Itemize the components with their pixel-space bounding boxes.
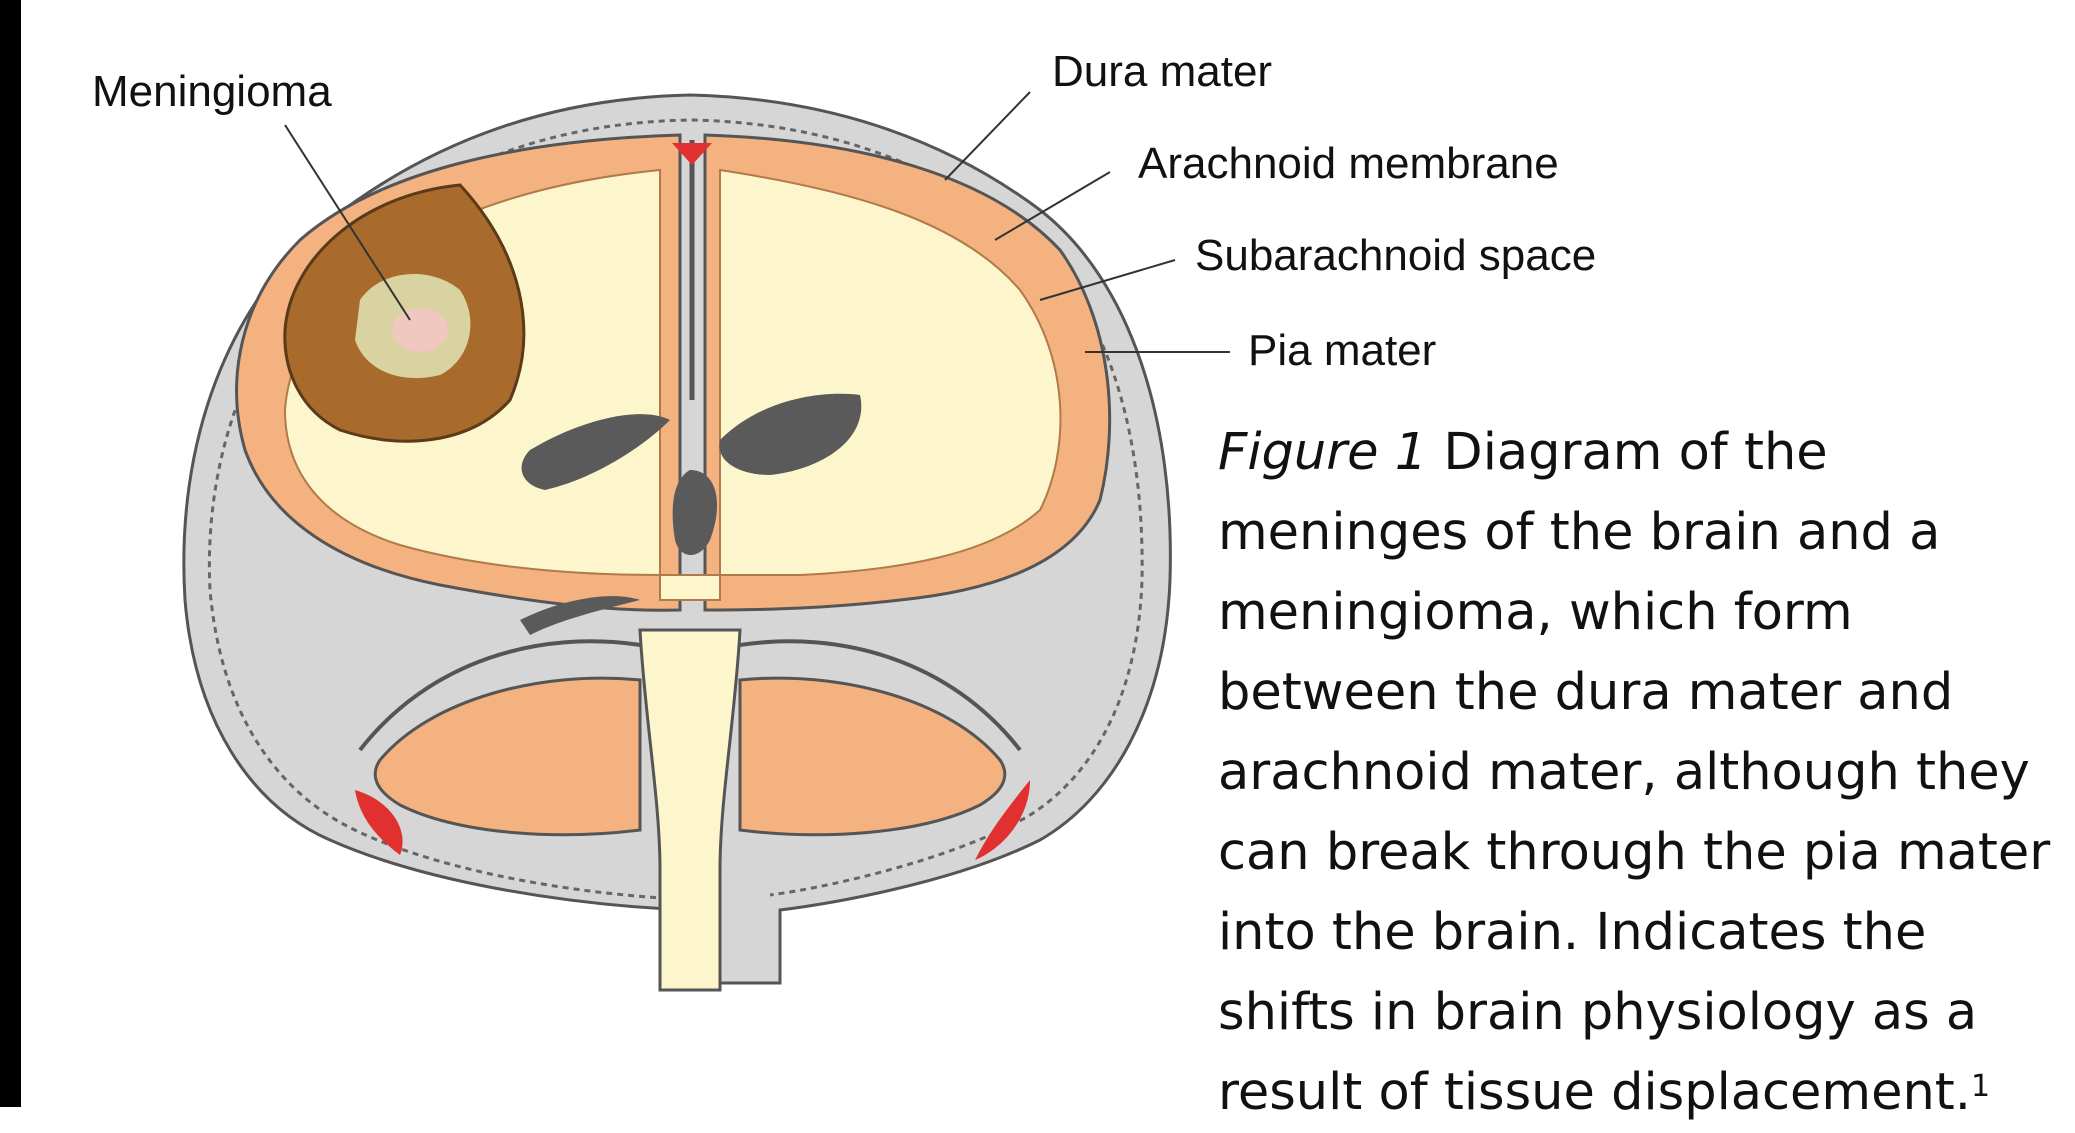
caption-text: Diagram of the meninges of the brain and… xyxy=(1218,423,2050,1122)
figure-number: Figure 1 xyxy=(1218,423,1427,482)
label-dura-mater: Dura mater xyxy=(1052,50,1272,94)
label-arachnoid-membrane: Arachnoid membrane xyxy=(1138,142,1559,186)
caption-reference: 1 xyxy=(1971,1069,1990,1104)
meningioma-center xyxy=(392,308,448,352)
figure-caption: Figure 1 Diagram of the meninges of the … xyxy=(1218,413,2068,1133)
label-pia-mater: Pia mater xyxy=(1248,329,1436,373)
label-subarachnoid-space: Subarachnoid space xyxy=(1195,234,1596,278)
dura-mater-leader xyxy=(945,92,1030,180)
label-meningioma: Meningioma xyxy=(92,70,332,114)
